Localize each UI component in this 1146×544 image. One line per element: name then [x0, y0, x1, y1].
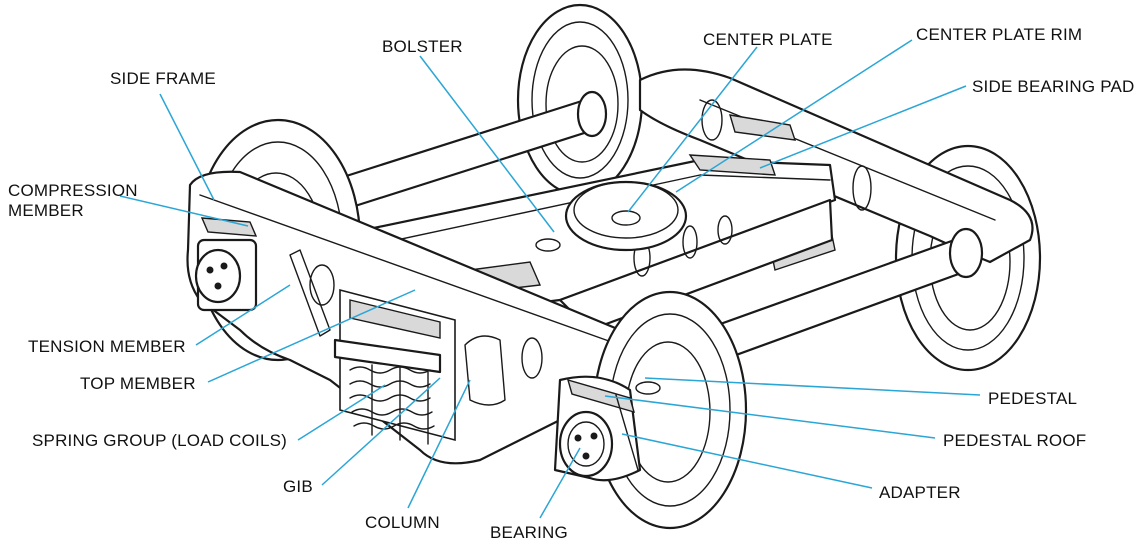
label-gib: GIB	[283, 477, 313, 496]
leader-side-bearing-pad	[759, 85, 967, 169]
label-compression-2: MEMBER	[8, 201, 84, 220]
leader-tension	[195, 284, 291, 346]
leader-bolster	[419, 55, 555, 233]
label-compression-1: COMPRESSION	[8, 181, 138, 200]
label-bolster: BOLSTER	[382, 37, 463, 56]
leader-gib	[321, 377, 441, 486]
leader-pedestal	[644, 377, 981, 396]
label-spring-group: SPRING GROUP (LOAD COILS)	[32, 431, 287, 450]
leader-side-frame	[159, 93, 215, 201]
label-center-plate-rim: CENTER PLATE RIM	[916, 25, 1082, 44]
leader-lines	[119, 39, 981, 519]
label-bearing: BEARING	[490, 523, 568, 542]
label-side-bearing-pad: SIDE BEARING PAD	[972, 77, 1135, 96]
label-center-plate: CENTER PLATE	[703, 30, 833, 49]
leader-pedestal-roof	[604, 395, 936, 439]
label-pedestal-roof: PEDESTAL ROOF	[943, 431, 1086, 450]
spring-coils	[349, 364, 435, 445]
bogie-drawing	[186, 3, 1042, 530]
left-bearing	[194, 238, 258, 312]
callout-labels: BOLSTER CENTER PLATE CENTER PLATE RIM SI…	[8, 25, 1135, 542]
label-adapter: ADAPTER	[879, 483, 961, 502]
label-pedestal: PEDESTAL	[988, 389, 1077, 408]
near-side-frame	[186, 170, 647, 465]
label-tension-member: TENSION MEMBER	[28, 337, 186, 356]
leader-center-plate	[627, 46, 758, 213]
leader-spring-group	[297, 384, 386, 441]
leader-bearing	[539, 447, 581, 519]
leader-center-plate-rim	[675, 39, 913, 193]
label-top-member: TOP MEMBER	[80, 374, 196, 393]
label-side-frame: SIDE FRAME	[110, 69, 216, 88]
right-bearing	[558, 410, 614, 478]
leader-top-member	[207, 289, 416, 383]
leader-column	[407, 379, 471, 509]
leader-compression	[119, 195, 249, 227]
leader-adapter	[621, 433, 873, 489]
label-column: COLUMN	[365, 513, 440, 532]
